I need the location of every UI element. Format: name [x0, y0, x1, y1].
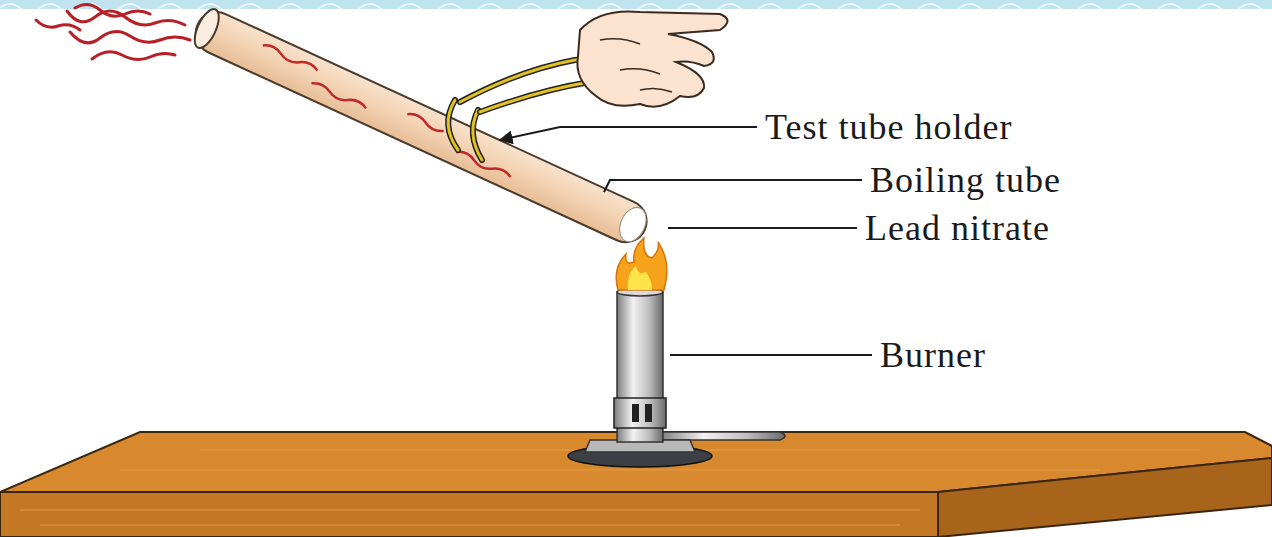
part-label: Lead nitrate	[865, 210, 1050, 246]
brown-fumes	[36, 4, 190, 59]
top-strip	[0, 0, 1272, 9]
table	[0, 432, 1272, 537]
flame	[616, 238, 667, 290]
bunsen-burner	[568, 288, 785, 467]
part-label: Boiling tube	[870, 162, 1061, 198]
lead-nitrate-solid	[614, 203, 651, 246]
part-label: Burner	[880, 337, 986, 373]
leader-lines	[500, 127, 872, 355]
part-label: Test tube holder	[765, 109, 1012, 145]
hand	[577, 11, 727, 106]
